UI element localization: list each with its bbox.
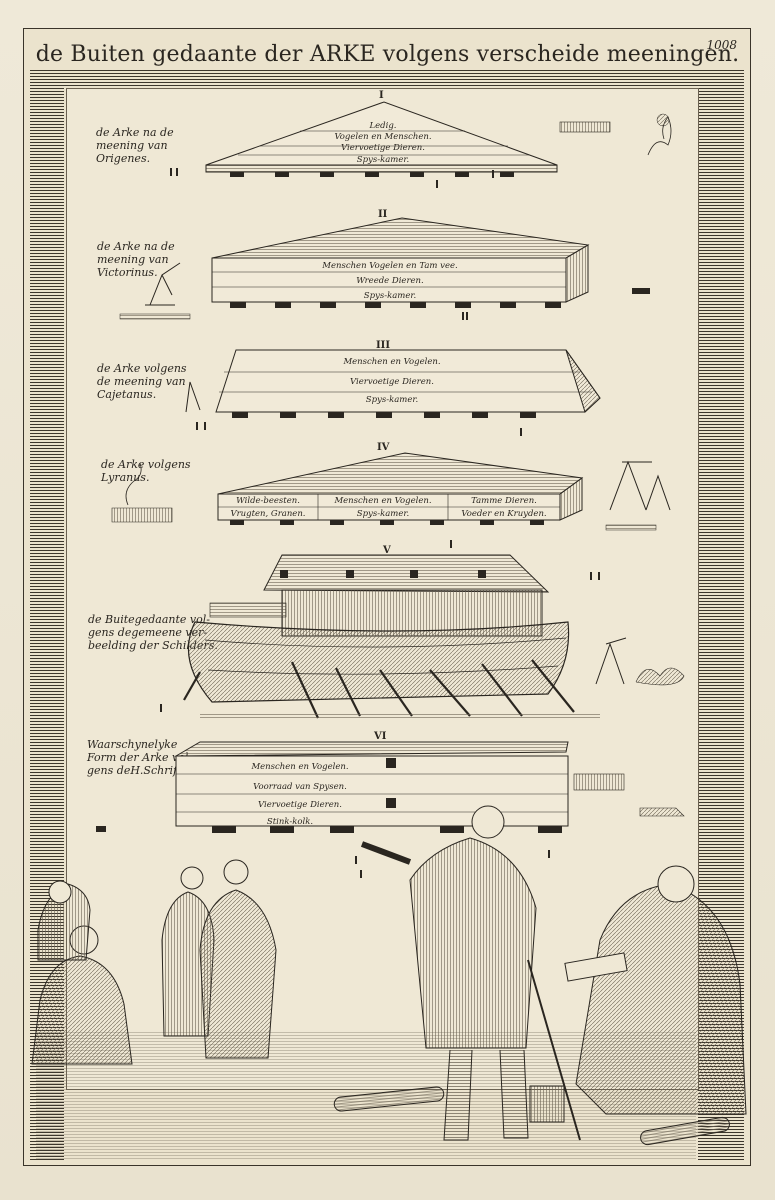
numeral-3: III (376, 340, 391, 351)
numeral-2: II (378, 209, 388, 220)
ark-3-label-2: Viervoetige Dieren. (350, 377, 434, 387)
ark-1-label-4: Spys-kamer. (357, 155, 409, 165)
ark-2-label-1: Menschen Vogelen en Tam vee. (321, 261, 458, 271)
ark-1-label-3: Viervoetige Dieren. (341, 143, 425, 153)
numeral-1: I (379, 90, 384, 101)
page-title: de Buiten gedaante der ARKE volgens vers… (35, 42, 740, 67)
top-hatched-margin (30, 70, 744, 86)
ark-4-label-3: Tamme Dieren. (471, 496, 537, 506)
ark-6-drawing: Menschen en Vogelen. Voorraad van Spysen… (174, 741, 685, 833)
ark-1-drawing: Ledig. Vogelen en Menschen. Viervoetige … (205, 101, 672, 177)
foreground-figures (31, 805, 747, 1160)
numeral-5: V (383, 545, 391, 556)
ark-6-label-1: Menschen en Vogelen. (250, 762, 348, 772)
numeral-6: VI (374, 731, 387, 742)
ark-3-label-1: Menschen en Vogelen. (342, 357, 440, 367)
ark-2-drawing: Menschen Vogelen en Tam vee. Wreede Dier… (119, 217, 590, 320)
ark-2-label-2: Wreede Dieren. (356, 276, 424, 286)
ark-4-label-4: Vrugten, Granen. (230, 509, 305, 519)
ark-4-label-6: Voeder en Kruyden. (461, 509, 546, 519)
ark-6-label-4: Stink-kolk. (267, 817, 313, 827)
ark-4-label-1: Wilde-beesten. (236, 496, 300, 506)
ark-5-drawing (183, 554, 685, 719)
ark-6-label-3: Viervoetige Dieren. (258, 800, 342, 810)
page-number: 1008 (706, 38, 737, 52)
ark-3-drawing: Menschen en Vogelen. Viervoetige Dieren.… (185, 349, 601, 418)
ark-4-drawing: Wilde-beesten. Menschen en Vogelen. Tamm… (111, 452, 671, 531)
ark-1-label-1: Ledig. (369, 121, 397, 131)
caption-ark-5: de Buitegedaante vol-gens degemeene ver-… (88, 613, 218, 652)
ark-6-label-2: Voorraad van Spysen. (253, 782, 347, 792)
ark-1-label-2: Vogelen en Menschen. (334, 132, 431, 142)
distant-figures (96, 168, 650, 878)
ark-4-label-2: Menschen en Vogelen. (333, 496, 431, 506)
ark-4-label-5: Spys-kamer. (357, 509, 409, 519)
ark-2-label-3: Spys-kamer. (364, 291, 416, 301)
ark-3-label-3: Spys-kamer. (366, 395, 418, 405)
numeral-4: IV (377, 442, 390, 453)
